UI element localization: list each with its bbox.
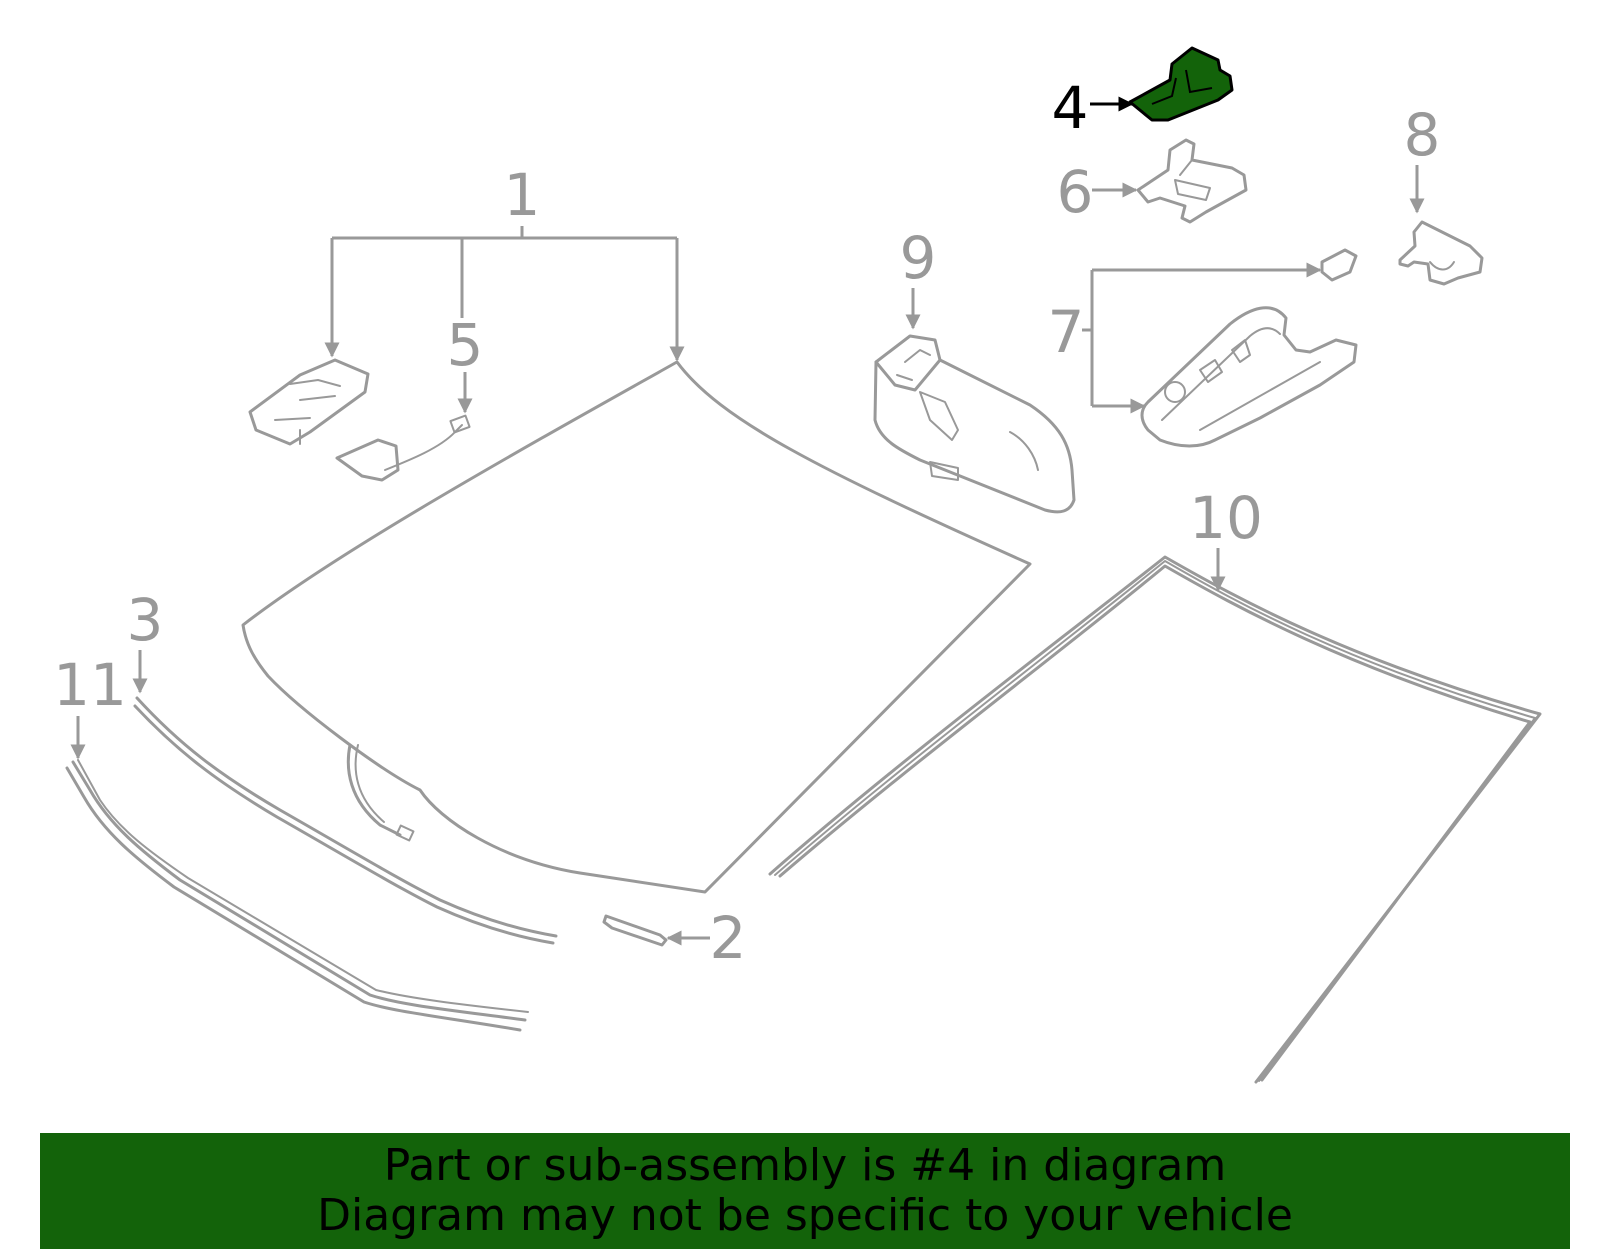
cowl-molding-part-3 [133, 696, 558, 945]
console-part-7 [1140, 248, 1358, 448]
label-9: 9 [900, 224, 937, 292]
banner-line-2: Diagram may not be specific to your vehi… [317, 1190, 1293, 1241]
windshield-part-1 [241, 360, 1032, 894]
label-6-group: 6 [1057, 158, 1138, 226]
label-11-group: 11 [53, 651, 127, 760]
bracket-part [248, 358, 370, 446]
label-7-group: 7 [1048, 262, 1322, 414]
label-1-group: 1 [324, 161, 685, 362]
label-2: 2 [710, 904, 747, 972]
label-10: 10 [1189, 484, 1263, 552]
label-5: 5 [447, 311, 484, 379]
label-7: 7 [1048, 298, 1085, 366]
label-2-group: 2 [666, 904, 747, 972]
label-8-group: 8 [1404, 101, 1441, 214]
label-9-group: 9 [900, 224, 937, 330]
info-banner: Part or sub-assembly is #4 in diagram Di… [40, 1133, 1570, 1249]
label-5-group: 5 [447, 311, 484, 414]
sensor-part-5 [335, 414, 471, 482]
label-6: 6 [1057, 158, 1094, 226]
cover-part-4 [1128, 46, 1234, 122]
label-1: 1 [504, 161, 541, 229]
bracket-part-6 [1136, 138, 1248, 224]
banner-line-1: Part or sub-assembly is #4 in diagram [383, 1140, 1227, 1191]
label-10-group: 10 [1189, 484, 1263, 592]
label-3-group: 3 [127, 586, 164, 694]
mirror-part-9 [873, 334, 1076, 514]
label-4-group: 4 [1052, 74, 1134, 142]
molding-part-10 [768, 555, 1542, 1084]
bracket-part-8 [1398, 220, 1484, 286]
clip-part-2 [602, 914, 668, 947]
label-8: 8 [1404, 101, 1441, 169]
label-4: 4 [1052, 74, 1089, 142]
parts-diagram: 1 5 3 11 2 [53, 46, 1542, 1084]
label-11: 11 [53, 651, 127, 719]
label-3: 3 [127, 586, 164, 654]
lower-molding-part-11 [65, 759, 529, 1032]
